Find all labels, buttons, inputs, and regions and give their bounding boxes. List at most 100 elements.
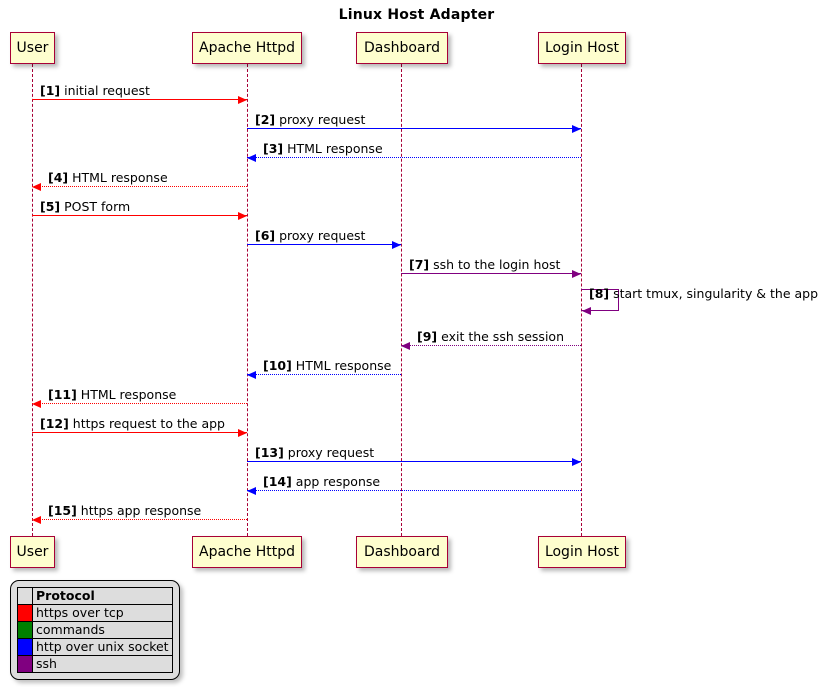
message-label-8: [8] start tmux, singularity & the app: [589, 286, 819, 301]
message-number: [8]: [589, 286, 610, 301]
message-text: HTML response: [76, 387, 177, 402]
message-line-5: [32, 215, 247, 216]
message-label-4: [4] HTML response: [48, 170, 168, 185]
legend-swatch-http-over-unix-socket: [17, 638, 33, 656]
message-line-7: [401, 273, 581, 274]
message-text: proxy request: [275, 228, 366, 243]
message-label-6: [6] proxy request: [255, 228, 366, 243]
message-number: [7]: [409, 257, 430, 272]
message-number: [9]: [417, 329, 438, 344]
participant-loginhost-top: Login Host: [538, 32, 626, 64]
message-line-2: [247, 128, 581, 129]
message-label-3: [3] HTML response: [263, 141, 383, 156]
self-message-loop-8: [581, 289, 619, 311]
legend-header-row: Protocol: [17, 587, 173, 605]
participant-user-top: User: [10, 32, 55, 64]
message-number: [6]: [255, 228, 276, 243]
participant-httpd-top: Apache Httpd: [192, 32, 302, 64]
message-line-1: [32, 99, 247, 100]
lifeline-dashboard: [401, 64, 402, 536]
message-text: app response: [291, 474, 381, 489]
message-text: proxy request: [283, 445, 375, 460]
message-line-15: [32, 519, 247, 520]
message-text: HTML response: [68, 170, 168, 185]
legend-row: commands: [17, 621, 173, 639]
arrowhead-4: [32, 182, 41, 191]
arrowhead-12: [238, 428, 247, 437]
message-line-14: [247, 490, 581, 491]
arrowhead-3: [247, 153, 256, 162]
message-label-12: [12] https request to the app: [40, 416, 225, 431]
legend-row: ssh: [17, 655, 173, 673]
message-label-10: [10] HTML response: [263, 358, 392, 373]
message-text: HTML response: [291, 358, 392, 373]
arrowhead-5: [238, 211, 247, 220]
message-text: https app response: [76, 503, 202, 518]
legend-label-ssh: ssh: [32, 655, 173, 673]
legend-header-label: Protocol: [32, 587, 173, 605]
legend-row: https over tcp: [17, 604, 173, 622]
message-number: [14]: [263, 474, 292, 489]
message-text: https request to the app: [68, 416, 225, 431]
message-text: HTML response: [283, 141, 383, 156]
message-text: ssh to the login host: [429, 257, 561, 272]
message-line-13: [247, 461, 581, 462]
message-number: [15]: [48, 503, 77, 518]
arrowhead-14: [247, 486, 256, 495]
message-label-2: [2] proxy request: [255, 112, 366, 127]
message-text: start tmux, singularity & the app: [609, 286, 819, 301]
message-number: [4]: [48, 170, 69, 185]
message-number: [1]: [40, 83, 61, 98]
message-line-11: [32, 403, 247, 404]
message-line-10: [247, 374, 401, 375]
lifeline-httpd: [247, 64, 248, 536]
message-line-6: [247, 244, 401, 245]
message-line-3: [247, 157, 581, 158]
participant-user-bottom: User: [10, 536, 55, 568]
arrowhead-11: [32, 399, 41, 408]
message-label-9: [9] exit the ssh session: [417, 329, 564, 344]
message-number: [13]: [255, 445, 284, 460]
message-number: [5]: [40, 199, 61, 214]
legend-swatch-https-over-tcp: [17, 604, 33, 622]
participant-httpd-bottom: Apache Httpd: [192, 536, 302, 568]
arrowhead-9: [401, 341, 410, 350]
arrowhead-15: [32, 515, 41, 524]
lifeline-loginhost: [581, 64, 582, 536]
participant-dashboard-bottom: Dashboard: [356, 536, 448, 568]
legend-row: http over unix socket: [17, 638, 173, 656]
message-label-14: [14] app response: [263, 474, 381, 489]
lifeline-user: [32, 64, 33, 536]
arrowhead-8: [582, 306, 591, 315]
arrowhead-13: [572, 457, 581, 466]
message-number: [10]: [263, 358, 292, 373]
message-label-13: [13] proxy request: [255, 445, 375, 460]
participant-dashboard-top: Dashboard: [356, 32, 448, 64]
arrowhead-2: [572, 124, 581, 133]
message-label-15: [15] https app response: [48, 503, 202, 518]
diagram-title: Linux Host Adapter: [338, 7, 495, 23]
message-label-7: [7] ssh to the login host: [409, 257, 561, 272]
message-label-1: [1] initial request: [40, 83, 150, 98]
participant-loginhost-bottom: Login Host: [538, 536, 626, 568]
legend-swatch-commands: [17, 621, 33, 639]
message-label-5: [5] POST form: [40, 199, 131, 214]
message-text: POST form: [60, 199, 131, 214]
legend-header-swatch: [17, 587, 33, 605]
arrowhead-7: [572, 269, 581, 278]
message-line-9: [401, 345, 581, 346]
arrowhead-10: [247, 370, 256, 379]
legend-label-commands: commands: [32, 621, 173, 639]
legend-swatch-ssh: [17, 655, 33, 673]
message-number: [11]: [48, 387, 77, 402]
legend-label-http-over-unix-socket: http over unix socket: [32, 638, 173, 656]
legend-label-https-over-tcp: https over tcp: [32, 604, 173, 622]
message-text: proxy request: [275, 112, 366, 127]
message-text: exit the ssh session: [437, 329, 564, 344]
message-line-4: [32, 186, 247, 187]
message-number: [12]: [40, 416, 69, 431]
message-number: [2]: [255, 112, 276, 127]
